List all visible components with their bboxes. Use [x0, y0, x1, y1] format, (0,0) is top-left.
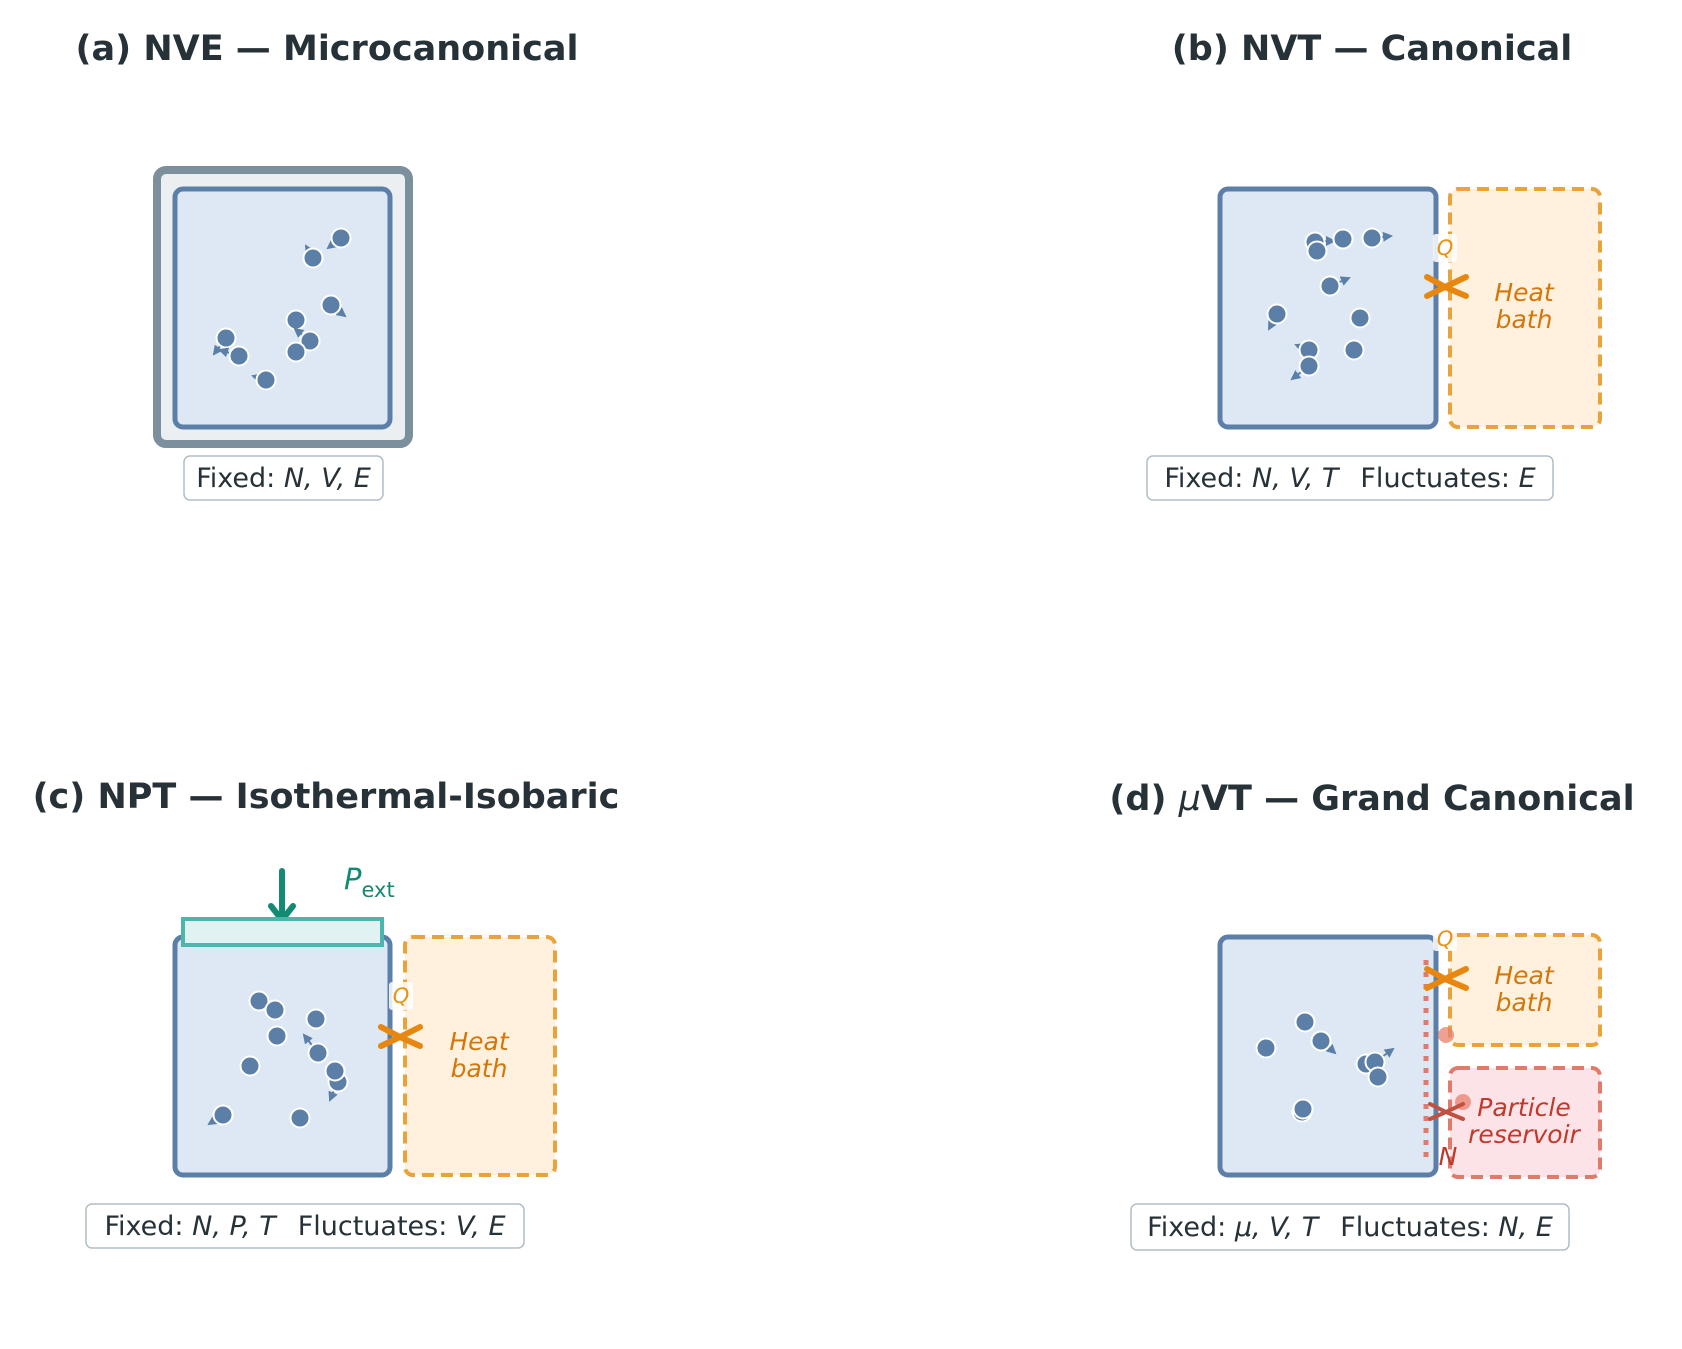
- particle: [1292, 1098, 1314, 1120]
- heat-exchange-icon: [1424, 274, 1469, 299]
- heat-exchange-label: Q: [393, 984, 410, 1008]
- particle: [228, 345, 250, 367]
- q-label-bg: [389, 982, 413, 1010]
- panel-nvt: (b) NVT — Canonical Q Heat bath: [1146, 29, 1602, 501]
- heat-exchange-label: Q: [1437, 236, 1454, 260]
- particle: [1367, 1066, 1389, 1088]
- panel-title: (b) NVT — Canonical: [1172, 29, 1572, 69]
- particle: [285, 341, 307, 363]
- particle: [212, 1104, 234, 1126]
- particle: [1294, 1011, 1316, 1033]
- fixed-label: Fixed:: [196, 463, 284, 494]
- heat-bath-label: bath: [451, 1054, 508, 1083]
- particle: [248, 990, 270, 1012]
- fixed-vars: N, P, T: [192, 1211, 278, 1242]
- caption: Fixed: N, V, T Fluctuates: E: [1164, 463, 1535, 494]
- particle: [1266, 303, 1288, 325]
- panel-title: (d) μVT — Grand Canonical: [1109, 779, 1634, 819]
- panel-npt: (c) NPT — Isothermal-Isobaric Pext Q Hea: [33, 777, 620, 1249]
- heat-bath-label: bath: [1496, 305, 1553, 334]
- caption-box: [183, 455, 384, 501]
- particle: [1298, 355, 1320, 377]
- panel-title: (c) NPT — Isothermal-Isobaric: [33, 777, 620, 817]
- piston: [181, 917, 384, 947]
- particle: [305, 1008, 327, 1030]
- particle: [266, 1025, 288, 1047]
- particle: [299, 330, 321, 352]
- caption-box: [1146, 455, 1554, 501]
- caption: Fixed: N, V, E: [196, 463, 371, 494]
- q-label-bg: [1433, 234, 1457, 262]
- caption-box: [85, 1203, 525, 1249]
- particle: [1343, 339, 1365, 361]
- particle: [1332, 228, 1354, 250]
- heat-exchange-icon: [1424, 966, 1469, 991]
- fixed-vars: N, V, T: [1252, 463, 1341, 494]
- system-box: [172, 934, 393, 1178]
- particle: [215, 327, 237, 349]
- particles: [1255, 1011, 1395, 1123]
- reservoir-label: reservoir: [1468, 1120, 1581, 1149]
- particles: [207, 990, 349, 1129]
- particle: [330, 227, 352, 249]
- system-box: [1217, 934, 1439, 1178]
- fixed-vars: μ, V, T: [1234, 1212, 1321, 1243]
- fixed-label: Fixed:: [1147, 1212, 1235, 1243]
- particles: [1266, 227, 1393, 381]
- caption: Fixed: μ, V, T Fluctuates: N, E: [1147, 1212, 1553, 1243]
- particle: [1310, 1030, 1332, 1052]
- reservoir-label: Particle: [1477, 1093, 1571, 1122]
- fluctuates-vars: E: [1519, 463, 1536, 494]
- particle: [1255, 1037, 1277, 1059]
- heat-bath: [1448, 187, 1602, 429]
- heat-bath: [403, 935, 557, 1177]
- particle-exchange-label: N: [1439, 1142, 1458, 1171]
- fluctuates-label: Fluctuates:: [1360, 463, 1518, 494]
- fixed-vars: N, V, E: [284, 463, 371, 494]
- particle: [264, 999, 286, 1021]
- fluctuates-vars: V, E: [456, 1211, 506, 1242]
- particle: [320, 294, 342, 316]
- particle: [1361, 227, 1383, 249]
- fluctuates-label: Fluctuates:: [298, 1211, 456, 1242]
- q-label-bg: [1433, 925, 1457, 951]
- fixed-label: Fixed:: [104, 1211, 192, 1242]
- exchanging-particle: [1438, 1027, 1454, 1043]
- pressure-label: Pext: [344, 862, 395, 902]
- caption-box: [1130, 1203, 1570, 1251]
- heat-bath-label: Heat: [1494, 278, 1554, 307]
- panel-title: (a) NVE — Microcanonical: [76, 29, 579, 69]
- particle: [1306, 240, 1328, 262]
- panel-nve: (a) NVE — Microcanonical Fixed: N, V, E: [76, 29, 579, 501]
- fluctuates-label: Fluctuates:: [1340, 1212, 1498, 1243]
- heat-bath-label: Heat: [449, 1027, 509, 1056]
- particle: [307, 1042, 329, 1064]
- particle: [289, 1107, 311, 1129]
- particles: [212, 227, 352, 391]
- particle: [324, 1060, 346, 1082]
- system-box: [1217, 186, 1439, 430]
- heat-bath-label: bath: [1496, 988, 1553, 1017]
- particle: [255, 369, 277, 391]
- particle-reservoir: [1448, 1066, 1602, 1179]
- heat-bath: [1448, 933, 1602, 1047]
- heat-exchange-icon: [378, 1024, 423, 1049]
- heat-exchange-label: Q: [1437, 927, 1454, 951]
- particle: [239, 1055, 261, 1077]
- fixed-label: Fixed:: [1164, 463, 1252, 494]
- fluctuates-vars: N, E: [1498, 1212, 1552, 1243]
- particle: [1349, 307, 1371, 329]
- system-box: [172, 186, 393, 430]
- caption: Fixed: N, P, T Fluctuates: V, E: [104, 1211, 505, 1242]
- particle: [302, 247, 324, 269]
- particle: [285, 309, 307, 331]
- heat-bath-label: Heat: [1494, 961, 1554, 990]
- particle-exchange-icon: [1428, 1102, 1465, 1121]
- particle: [1319, 275, 1341, 297]
- panel-muvt: (d) μVT — Grand Canonical Q N Heat: [1109, 779, 1635, 1251]
